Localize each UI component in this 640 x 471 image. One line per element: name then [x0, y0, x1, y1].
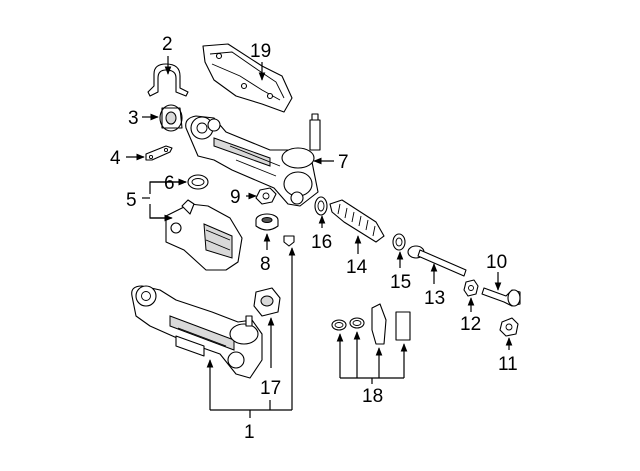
clamp-part — [147, 63, 189, 97]
callout-1: 1 — [244, 422, 255, 443]
callout-4: 4 — [110, 148, 121, 169]
ring-part-16 — [314, 196, 328, 216]
callout-17: 17 — [260, 378, 281, 399]
callout-19: 19 — [250, 41, 271, 62]
tie-rod-end-part — [481, 287, 521, 307]
valve-housing-part — [165, 199, 243, 271]
callout-2: 2 — [162, 34, 173, 55]
callout-labels: 2 3 4 5 6 7 8 9 10 11 12 13 14 15 16 17 … — [110, 34, 518, 443]
callout-14: 14 — [346, 257, 368, 278]
nut-part-9 — [255, 187, 277, 205]
callout-11: 11 — [498, 354, 518, 375]
callout-3: 3 — [128, 108, 139, 129]
callout-16: 16 — [311, 232, 332, 253]
callout-18: 18 — [362, 386, 383, 407]
boot-kit-part — [331, 303, 411, 345]
inner-tie-rod-part — [407, 245, 467, 277]
boot-part — [329, 199, 385, 243]
callout-13: 13 — [424, 288, 445, 309]
callout-15: 15 — [390, 272, 411, 293]
callout-5: 5 — [126, 190, 137, 211]
leader-lines — [126, 56, 513, 418]
callout-7: 7 — [338, 152, 349, 173]
plug-part — [283, 235, 295, 247]
o-ring-part — [187, 174, 209, 190]
heat-shield-part — [202, 43, 293, 113]
jam-nut-part — [463, 279, 479, 297]
adjuster-plug-part — [255, 213, 279, 231]
nut-part-11 — [499, 317, 519, 337]
clamp-ring-part-15 — [392, 233, 406, 251]
steering-gear-assembly — [131, 285, 263, 379]
upper-rack-assembly — [185, 113, 321, 207]
callout-12: 12 — [460, 314, 481, 335]
callout-10: 10 — [486, 252, 507, 273]
bracket-part — [145, 145, 173, 161]
callout-6: 6 — [164, 173, 175, 194]
callout-8: 8 — [260, 254, 271, 275]
mount-bushing-part — [253, 287, 281, 317]
bushing-part — [159, 104, 183, 132]
callout-9: 9 — [230, 187, 241, 208]
